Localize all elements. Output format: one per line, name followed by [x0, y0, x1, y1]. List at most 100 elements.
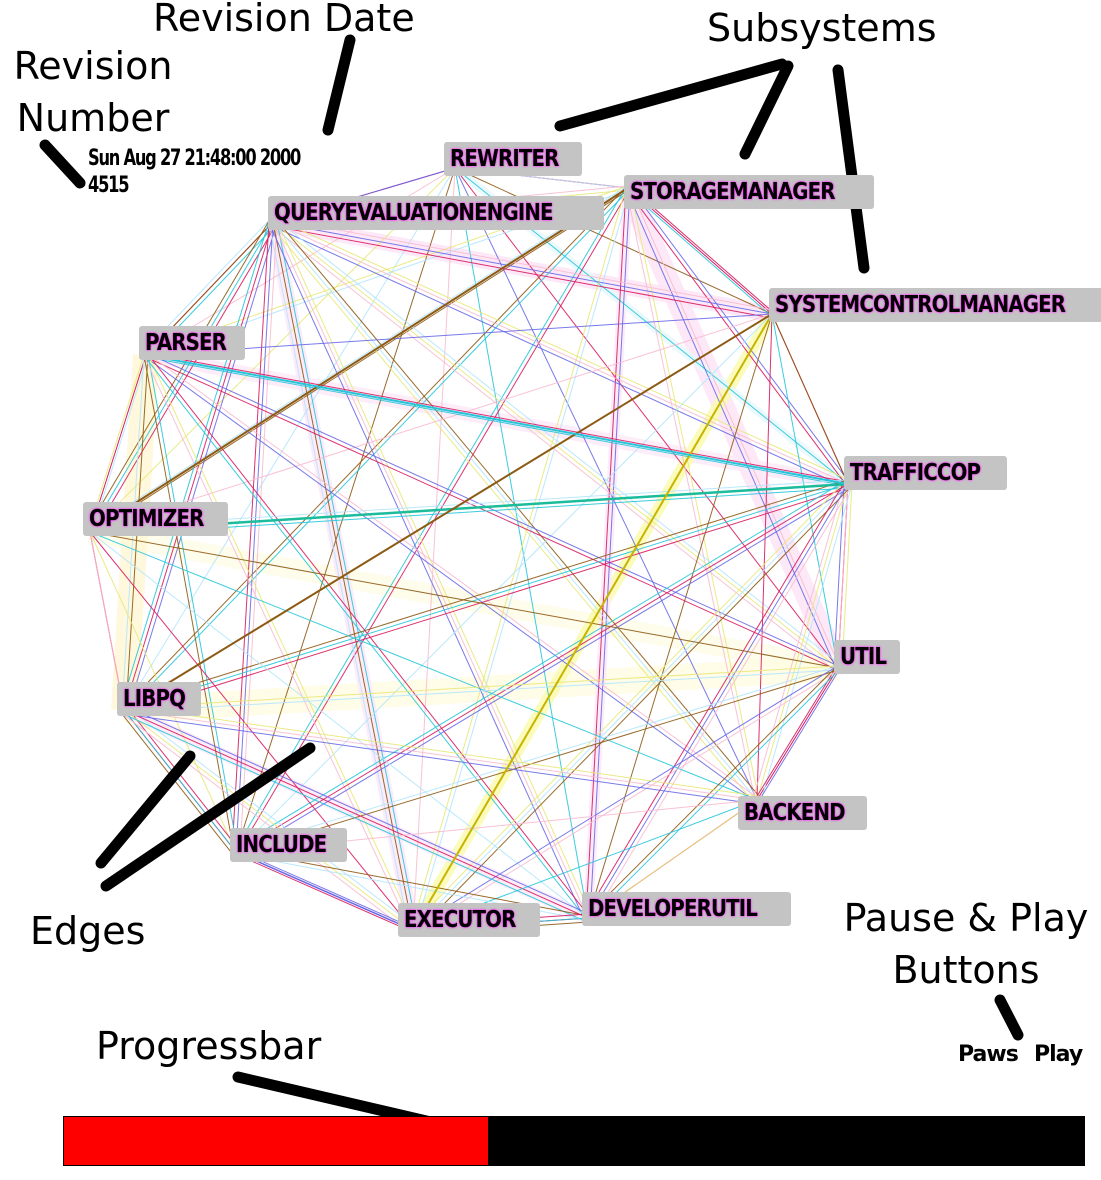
- edge-line: [146, 352, 849, 483]
- edge-line: [235, 221, 274, 853]
- node-include[interactable]: INCLUDE: [230, 828, 348, 862]
- edge-line: [273, 217, 773, 311]
- edge-line: [271, 225, 847, 489]
- edge-line: [756, 313, 773, 801]
- edge-line: [629, 186, 841, 668]
- edge-line: [144, 356, 838, 671]
- annotation-pointer: [739, 60, 794, 160]
- node-util[interactable]: UTIL: [834, 640, 900, 674]
- pause-button[interactable]: Paws: [958, 1042, 1019, 1067]
- edge-line: [147, 353, 416, 930]
- edge-line: [274, 217, 850, 481]
- edges-layer: [86, 164, 853, 935]
- node-systemcontrolmanager[interactable]: SYSTEMCONTROLMANAGER: [769, 288, 1101, 322]
- edge-line: [454, 167, 758, 801]
- edge-line: [589, 188, 631, 919]
- edge-line: [237, 486, 851, 856]
- edge-line: [123, 713, 757, 805]
- revision-date-annotation: Revision Date: [153, 0, 415, 40]
- edge-line: [454, 167, 773, 315]
- edge-line: [625, 188, 837, 670]
- edge-line: [123, 167, 456, 711]
- edge-line: [756, 483, 849, 801]
- edge-line: [234, 853, 413, 933]
- edge-line: [123, 709, 589, 919]
- edge-line-strong: [145, 354, 849, 485]
- node-rewriter[interactable]: REWRITER: [444, 142, 583, 176]
- node-optimizer[interactable]: OPTIMIZER: [83, 502, 229, 536]
- node-label: PARSER: [145, 330, 227, 356]
- edge-line: [144, 356, 757, 803]
- node-executor[interactable]: EXECUTOR: [398, 903, 540, 937]
- edge-band: [617, 183, 849, 673]
- edge-line: [585, 187, 627, 918]
- edge-line: [146, 352, 840, 667]
- node-label: TRAFFICCOP: [850, 460, 981, 486]
- edge-line: [123, 221, 274, 711]
- edge-line: [587, 483, 849, 919]
- subsystems-annotation: Subsystems: [707, 6, 937, 50]
- edge-line: [269, 224, 755, 803]
- annotation-pointer: [554, 58, 788, 132]
- edge-line: [145, 313, 773, 356]
- edge-line: [122, 713, 587, 923]
- edge-line: [233, 186, 627, 852]
- edge-line: [454, 167, 589, 919]
- revision-date: Sun Aug 27 21:48:00 2000: [88, 146, 301, 171]
- edge-line: [272, 221, 773, 315]
- edge-line-strong: [412, 313, 773, 931]
- edge-line: [841, 484, 853, 669]
- edge-line: [93, 223, 277, 535]
- edge-line: [415, 486, 852, 934]
- edge-line: [123, 709, 237, 853]
- node-storagemanager[interactable]: STORAGEMANAGER: [624, 175, 874, 209]
- edge-line: [272, 221, 758, 801]
- edge-line: [236, 669, 839, 855]
- node-trafficcop[interactable]: TRAFFICCOP: [844, 456, 1008, 490]
- node-developerutil[interactable]: DEVELOPERUTIL: [582, 892, 791, 926]
- node-label: INCLUDE: [236, 832, 327, 858]
- edge-line: [454, 167, 839, 669]
- annotation-pointer: [322, 34, 356, 136]
- node-libpq[interactable]: LIBPQ: [117, 682, 202, 716]
- node-label: SYSTEMCONTROLMANAGER: [775, 292, 1066, 318]
- edge-line: [120, 712, 234, 855]
- edge-line: [146, 352, 759, 799]
- edge-line: [272, 221, 849, 485]
- edge-line: [411, 665, 838, 929]
- progress-bar-fill: [64, 1117, 490, 1165]
- edge-line: [239, 222, 278, 853]
- annotation-pointer: [832, 64, 870, 274]
- node-label: BACKEND: [744, 800, 846, 826]
- node-label: LIBPQ: [123, 686, 186, 712]
- edge-line: [89, 313, 773, 533]
- node-label: OPTIMIZER: [89, 506, 204, 532]
- edge-line: [591, 485, 852, 921]
- edge-line: [771, 313, 849, 485]
- edge-line: [754, 666, 837, 800]
- edge-line: [89, 221, 274, 533]
- node-queryevaluationengine[interactable]: QUERYEVALUATIONENGINE: [268, 196, 605, 230]
- node-parser[interactable]: PARSER: [139, 326, 246, 360]
- progress-bar[interactable]: [63, 1116, 1085, 1166]
- edge-line: [89, 531, 589, 919]
- edge-line: [584, 481, 845, 917]
- play-button[interactable]: Play: [1034, 1042, 1083, 1067]
- edge-line: [124, 705, 758, 797]
- node-label: STORAGEMANAGER: [630, 179, 835, 205]
- annotation-pointer: [994, 994, 1024, 1041]
- node-backend[interactable]: BACKEND: [738, 796, 868, 830]
- pause-play-annotation-line1: Pause & Play: [843, 896, 1089, 940]
- edge-line: [125, 705, 590, 915]
- edge-line: [587, 313, 773, 919]
- edge-line: [837, 483, 849, 669]
- pause-play-annotation: Pause & Play Buttons: [838, 892, 1094, 996]
- edge-line: [275, 218, 841, 666]
- edge-band: [583, 187, 633, 919]
- edge-line: [272, 221, 839, 669]
- edge-line: [123, 483, 849, 711]
- edge-line: [276, 221, 418, 930]
- annotation-pointer: [39, 139, 86, 189]
- node-label: DEVELOPERUTIL: [588, 896, 758, 922]
